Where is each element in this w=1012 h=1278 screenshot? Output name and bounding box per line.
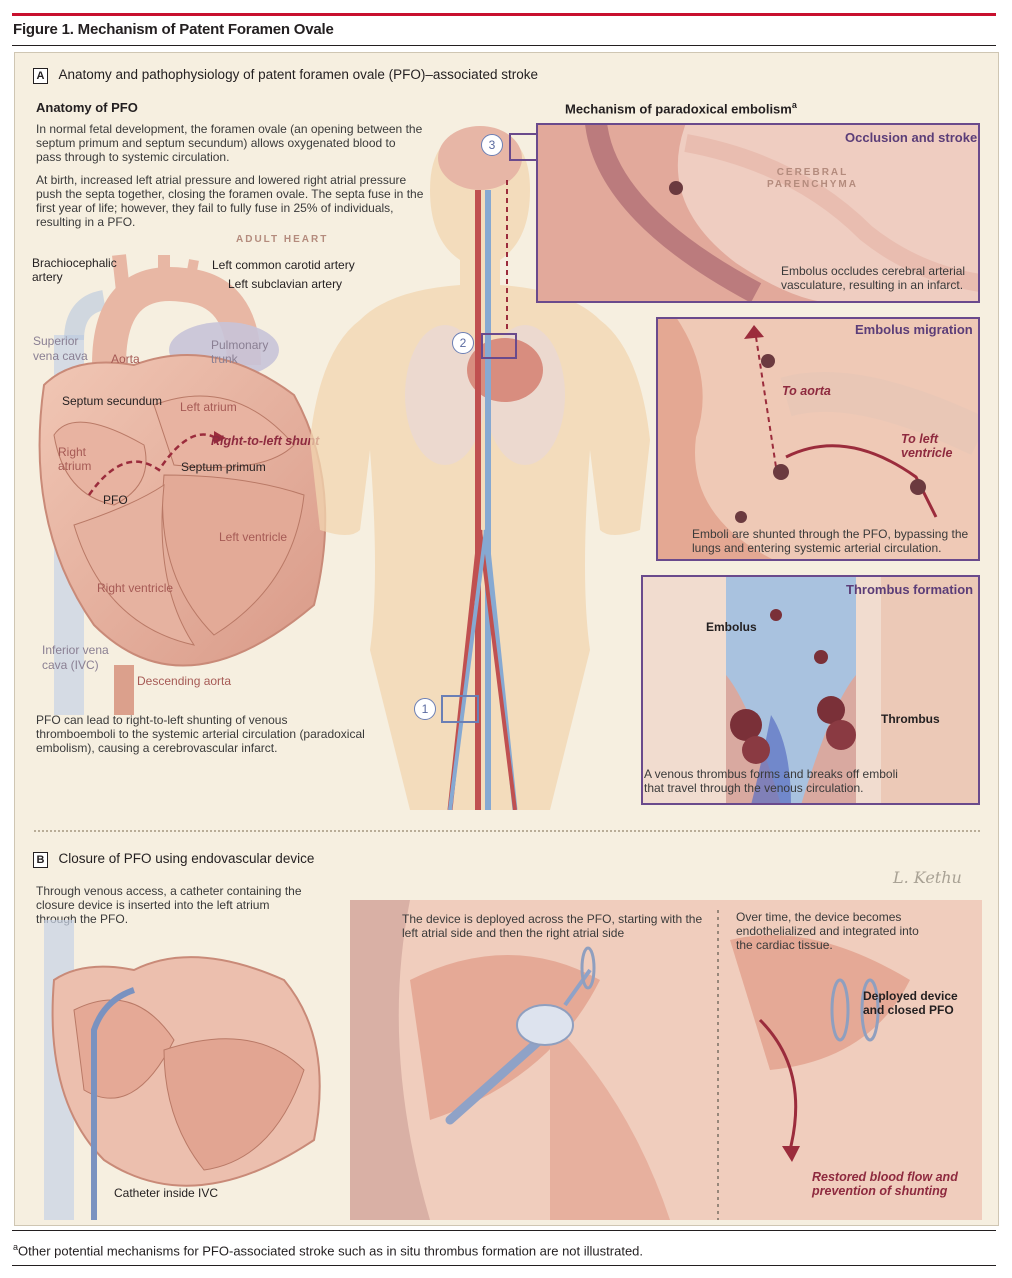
label-inferior-vena-cava: Inferior vena cava (IVC) <box>42 643 109 672</box>
figure-title: Figure 1. Mechanism of Patent Foramen Ov… <box>13 21 334 38</box>
migration-illustration <box>656 317 980 561</box>
bottom-rule <box>12 1265 996 1266</box>
footnote-rule <box>12 1230 996 1231</box>
footnote: aOther potential mechanisms for PFO-asso… <box>13 1242 643 1258</box>
label-right-atrium: Right atrium <box>58 445 92 473</box>
title-accent-bar <box>12 13 996 16</box>
closure-intro: Through venous access, a catheter contai… <box>36 884 302 926</box>
catheter-label: Catheter inside IVC <box>114 1186 219 1200</box>
label-septum-primum: Septum primum <box>181 460 266 474</box>
marker-3: 3 <box>481 134 503 156</box>
label-pulmonary-trunk: Pulmonary trunk <box>211 338 269 366</box>
panel-a-title: Anatomy and pathophysiology of patent fo… <box>58 67 538 82</box>
migration-caption: Emboli are shunted through the PFO, bypa… <box>692 527 969 555</box>
shunt-caption: PFO can lead to right-to-left shunting o… <box>36 713 365 755</box>
label-left-ventricle: Left ventricle <box>219 530 288 544</box>
integrate-caption: Over time, the device becomes endothelia… <box>736 910 919 952</box>
anatomy-paragraph-2: At birth, increased left atrial pressure… <box>36 173 424 229</box>
anatomy-paragraph-1: In normal fetal development, the foramen… <box>36 122 423 164</box>
deploy-caption: The device is deployed across the PFO, s… <box>402 912 703 940</box>
thrombus-label: Thrombus <box>881 712 940 726</box>
panel-b-title: Closure of PFO using endovascular device <box>58 851 315 866</box>
label-superior-vena-cava: Superior vena cava <box>33 334 88 363</box>
occlusion-title: Occlusion and stroke <box>845 130 978 145</box>
panel-b-badge: B <box>33 852 48 868</box>
occlusion-illustration <box>536 123 980 303</box>
label-descending-aorta: Descending aorta <box>137 674 232 688</box>
panel-divider <box>34 830 980 832</box>
artist-signature: L. Kethu <box>893 868 962 887</box>
to-aorta-label: To aorta <box>782 384 831 398</box>
marker-2: 2 <box>452 332 474 354</box>
deployed-device-label: Deployed device and closed PFO <box>863 989 958 1017</box>
label-right-to-left-shunt: Right-to-left shunt <box>211 434 320 448</box>
marker-1: 1 <box>414 698 436 720</box>
label-left-subclavian-artery: Left subclavian artery <box>228 277 343 291</box>
footnote-marker: a <box>13 1242 19 1252</box>
label-aorta: Aorta <box>111 352 140 366</box>
mechanism-heading: Mechanism of paradoxical embolisma <box>565 100 797 116</box>
label-left-atrium: Left atrium <box>180 400 237 414</box>
closure-heart-illustration <box>44 920 321 1220</box>
label-septum-secundum: Septum secundum <box>62 394 163 408</box>
label-right-ventricle: Right ventricle <box>97 581 174 595</box>
migration-title: Embolus migration <box>855 322 973 337</box>
panel-a-badge: A <box>33 68 48 84</box>
cerebral-parenchyma-label: CEREBRAL PARENCHYMA <box>767 167 858 190</box>
title-rule <box>12 45 996 46</box>
embolus-label: Embolus <box>706 620 757 634</box>
occlusion-caption: Embolus occludes cerebral arterial vascu… <box>781 264 966 292</box>
label-left-common-carotid-artery: Left common carotid artery <box>212 258 355 272</box>
device-deployment-illustration <box>350 900 982 1220</box>
thrombus-title: Thrombus formation <box>846 582 974 597</box>
label-pfo: PFO <box>103 493 128 507</box>
anatomy-heading: Anatomy of PFO <box>36 100 138 115</box>
thrombus-illustration <box>641 575 980 805</box>
panel-b-header: B Closure of PFO using endovascular devi… <box>33 850 314 868</box>
mechanism-footnote-marker: a <box>791 100 797 110</box>
label-brachiocephalic-artery: Brachiocephalic artery <box>32 256 117 284</box>
adult-heart-illustration <box>38 254 327 715</box>
panel-a-header: A Anatomy and pathophysiology of patent … <box>33 66 538 84</box>
footnote-text: Other potential mechanisms for PFO-assoc… <box>18 1243 644 1259</box>
thrombus-caption: A venous thrombus forms and breaks off e… <box>644 767 898 795</box>
restored-blood-flow-label: Restored blood flow and prevention of sh… <box>812 1170 958 1198</box>
to-left-ventricle-label: To left ventricle <box>901 432 953 460</box>
mechanism-heading-text: Mechanism of paradoxical embolism <box>565 101 792 117</box>
adult-heart-label: ADULT HEART <box>236 234 329 245</box>
